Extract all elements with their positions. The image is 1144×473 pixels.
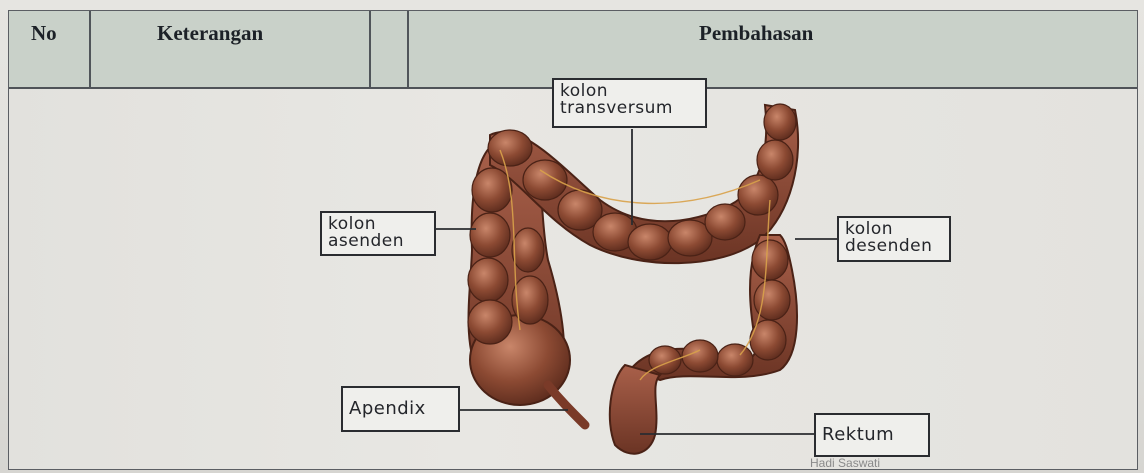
image-credit: Hadi Saswati [810, 456, 880, 470]
label-kolon-asenden: kolon asenden [320, 211, 436, 256]
label-apendix: Apendix [341, 386, 460, 432]
label-kolon-desenden: kolon desenden [837, 216, 951, 262]
label-kolon-transversum: kolon transversum [552, 78, 707, 128]
label-rektum: Rektum [814, 413, 930, 457]
